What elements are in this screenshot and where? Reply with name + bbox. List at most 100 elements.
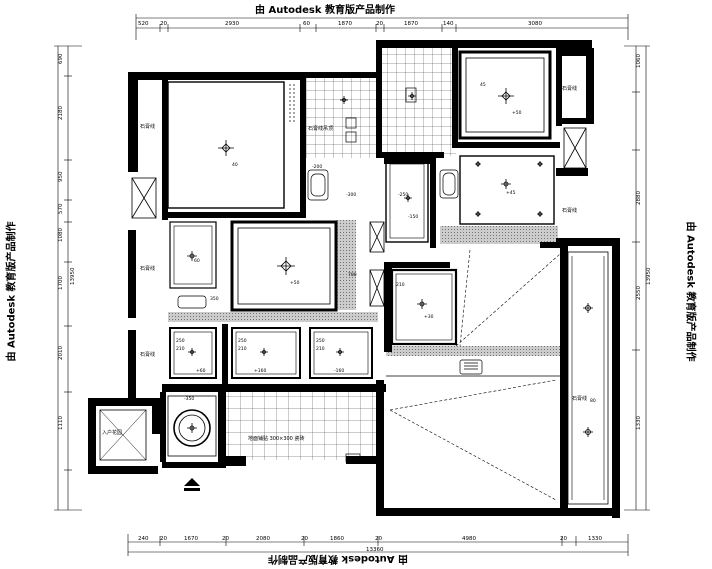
svg-text:20: 20 [376, 21, 383, 27]
svg-text:-300: -300 [346, 192, 356, 198]
dimension-right [624, 45, 650, 511]
ceiling-room-bath [385, 159, 429, 243]
svg-text:2080: 2080 [256, 536, 270, 542]
ceiling-room-study [390, 268, 458, 346]
balcony [386, 249, 609, 505]
svg-text:2880: 2880 [636, 191, 642, 205]
svg-text:1080: 1080 [58, 228, 64, 242]
svg-text:1870: 1870 [404, 21, 418, 27]
room-labels: 石膏线 石膏线 石膏线 石膏线吊顶 石膏线 石膏线 入户花园 地面铺贴 300×… [102, 85, 587, 442]
svg-text:1860: 1860 [330, 536, 344, 542]
shafts [131, 127, 587, 307]
svg-text:210: 210 [176, 346, 185, 352]
entrance-garden [99, 409, 147, 461]
svg-text:700: 700 [348, 272, 357, 278]
rotunda [167, 395, 217, 457]
ceiling-room-west [169, 221, 217, 289]
svg-text:520: 520 [138, 21, 149, 27]
svg-text:1670: 1670 [184, 536, 198, 542]
svg-text:石膏线: 石膏线 [140, 123, 155, 130]
svg-text:2930: 2930 [225, 21, 239, 27]
watermark-top: 由 Autodesk 教育版产品制作 [255, 5, 396, 16]
svg-text:1330: 1330 [588, 536, 602, 542]
svg-text:-160: -160 [334, 368, 344, 374]
svg-text:3080: 3080 [528, 21, 542, 27]
svg-text:570: 570 [58, 203, 64, 214]
dimension-bottom [127, 534, 629, 556]
svg-text:+50: +50 [512, 110, 522, 116]
svg-text:石膏线: 石膏线 [140, 265, 155, 272]
svg-text:350: 350 [210, 296, 219, 302]
svg-text:2010: 2010 [58, 346, 64, 360]
dimension-left-text: 690 2180 950 570 1080 1700 2010 1110 139… [58, 53, 76, 430]
svg-text:+160: +160 [254, 368, 266, 374]
svg-text:1870: 1870 [338, 21, 352, 27]
svg-text:4980: 4980 [462, 536, 476, 542]
svg-text:20: 20 [160, 21, 167, 27]
svg-text:+45: +45 [506, 190, 516, 196]
dimension-bottom-text: 240 20 1670 20 2080 20 1860 20 4980 20 1… [138, 536, 602, 553]
svg-text:+50: +50 [290, 280, 300, 286]
svg-text:石膏线: 石膏线 [562, 85, 577, 92]
light-fixtures [187, 88, 593, 437]
entry-arrow [184, 478, 200, 491]
svg-text:250: 250 [176, 338, 185, 344]
ceiling-room-dining [230, 220, 338, 312]
svg-text:13950: 13950 [70, 267, 76, 285]
svg-text:1700: 1700 [58, 276, 64, 290]
svg-text:1330: 1330 [636, 416, 642, 430]
svg-text:60: 60 [303, 21, 310, 27]
svg-text:690: 690 [58, 53, 64, 64]
dimension-right-text: 1060 2880 2550 1330 13950 [636, 54, 652, 430]
ceiling-room-master [458, 50, 552, 140]
svg-text:地面铺贴 300×300 瓷砖: 地面铺贴 300×300 瓷砖 [248, 435, 304, 442]
svg-text:2180: 2180 [58, 106, 64, 120]
svg-text:1110: 1110 [58, 416, 64, 430]
svg-text:石膏线: 石膏线 [562, 207, 577, 214]
svg-text:950: 950 [58, 171, 64, 182]
svg-text:-150: -150 [408, 214, 418, 220]
ceiling-room-small-2 [231, 327, 301, 379]
ceiling-annotations: 40 45 +50 +45 60 +50 +30 80 -200 -150 -2… [176, 82, 596, 404]
dimension-top [135, 14, 629, 40]
svg-text:210: 210 [396, 282, 405, 288]
svg-text:1060: 1060 [636, 54, 642, 68]
svg-text:250: 250 [238, 338, 247, 344]
svg-text:20: 20 [560, 536, 567, 542]
floor-tiles [168, 46, 562, 460]
svg-text:-250: -250 [398, 192, 408, 198]
svg-text:80: 80 [590, 398, 596, 404]
svg-text:石膏线: 石膏线 [140, 351, 155, 358]
svg-text:-200: -200 [312, 164, 322, 170]
svg-text:250: 250 [316, 338, 325, 344]
svg-text:-350: -350 [184, 396, 194, 402]
svg-text:13950: 13950 [646, 267, 652, 285]
svg-text:20: 20 [375, 536, 382, 542]
svg-text:石膏线: 石膏线 [572, 395, 587, 402]
svg-text:20: 20 [222, 536, 229, 542]
svg-text:45: 45 [480, 82, 486, 88]
walls [88, 40, 620, 518]
svg-text:入户花园: 入户花园 [102, 429, 122, 436]
svg-text:2550: 2550 [636, 286, 642, 300]
ceiling-room-living-north [167, 81, 285, 209]
svg-text:13360: 13360 [366, 547, 384, 553]
svg-text:210: 210 [316, 346, 325, 352]
svg-text:+60: +60 [196, 368, 206, 374]
svg-text:140: 140 [443, 21, 454, 27]
svg-text:20: 20 [301, 536, 308, 542]
svg-text:60: 60 [194, 258, 200, 264]
dimension-top-text: 520 20 2930 60 1870 20 1870 140 3080 [138, 21, 542, 27]
svg-text:20: 20 [160, 536, 167, 542]
svg-text:40: 40 [232, 162, 238, 168]
ceiling-room-small-1 [169, 327, 217, 379]
ceiling-room-small-3 [309, 327, 373, 379]
dimension-left [54, 45, 82, 511]
ceiling-room-east-mid [459, 155, 555, 225]
svg-text:240: 240 [138, 536, 149, 542]
sanitary-fixtures [177, 84, 483, 463]
svg-text:210: 210 [238, 346, 247, 352]
svg-text:石膏线吊顶: 石膏线吊顶 [308, 125, 333, 132]
svg-text:+30: +30 [424, 314, 434, 320]
